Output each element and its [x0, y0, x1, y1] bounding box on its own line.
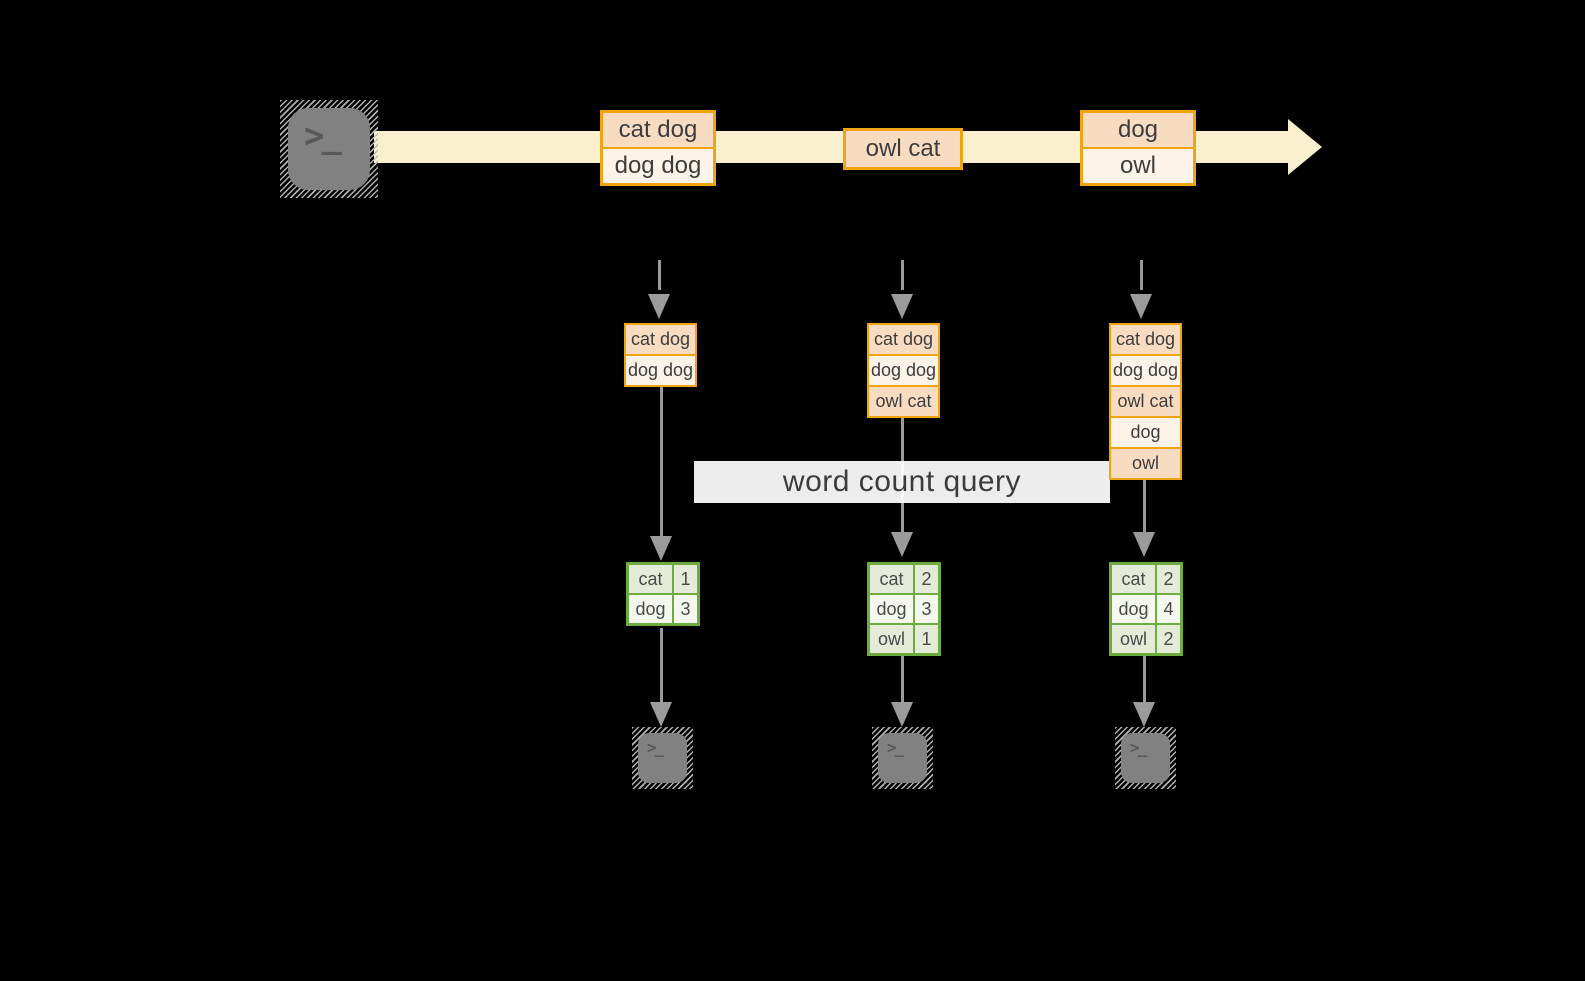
arrow-line — [660, 628, 663, 703]
count-cell: 3 — [672, 595, 697, 623]
count-cell: 1 — [672, 565, 697, 593]
stream-arrowhead-icon — [1288, 119, 1322, 175]
arrow-head-icon — [650, 702, 672, 727]
count-cell: 2 — [913, 565, 938, 593]
arrow-head-icon — [650, 536, 672, 561]
arrow-head-icon — [1133, 702, 1155, 727]
terminal-prompt-icon: >_ — [647, 738, 664, 757]
count-cell: 2 — [1155, 625, 1180, 653]
terminal-sink-icon: >_ — [872, 727, 933, 789]
event-line: owl — [1083, 147, 1193, 183]
word-cell: cat — [879, 569, 904, 589]
count-cell: 4 — [1155, 595, 1180, 623]
terminal-prompt-icon: >_ — [304, 116, 342, 156]
count-cell: 1 — [913, 625, 938, 653]
buffer-line: dog dog — [869, 354, 938, 385]
dashed-arrow-line — [658, 260, 661, 290]
count-cell: 3 — [913, 595, 938, 623]
arrow-line — [1143, 480, 1146, 533]
buffer-line: owl — [1111, 447, 1180, 478]
buffer-line: cat dog — [1111, 325, 1180, 354]
table-row: cat 2 — [1112, 565, 1180, 593]
word-cell: cat — [638, 569, 663, 589]
buffer-line: owl cat — [1111, 385, 1180, 416]
terminal-screen: >_ — [1121, 733, 1170, 783]
arrow-head-icon — [1133, 532, 1155, 557]
stream-event-box: owl cat — [843, 128, 963, 170]
event-buffer-stack: cat dog dog dog — [624, 323, 697, 387]
terminal-screen: >_ — [288, 108, 370, 190]
query-label: word count query — [694, 461, 1110, 503]
word-cell: dog — [876, 599, 907, 619]
buffer-line: dog dog — [1111, 354, 1180, 385]
arrow-head-icon — [891, 532, 913, 557]
event-line: cat dog — [603, 113, 713, 147]
table-row: dog 4 — [1112, 593, 1180, 623]
dashed-arrow-line — [1140, 260, 1143, 290]
arrow-head-icon — [891, 702, 913, 727]
event-buffer-stack: cat dog dog dog owl cat dog owl — [1109, 323, 1182, 480]
buffer-line: cat dog — [626, 325, 695, 354]
word-cell: cat — [1121, 569, 1146, 589]
word-count-table: cat 2 dog 3 owl 1 — [867, 562, 941, 656]
terminal-screen: >_ — [638, 733, 687, 783]
event-line: owl cat — [846, 131, 960, 167]
word-count-table: cat 1 dog 3 — [626, 562, 700, 626]
terminal-sink-icon: >_ — [1115, 727, 1176, 789]
word-count-table: cat 2 dog 4 owl 2 — [1109, 562, 1183, 656]
count-cell: 2 — [1155, 565, 1180, 593]
event-buffer-stack: cat dog dog dog owl cat — [867, 323, 940, 418]
arrow-head-icon — [648, 294, 670, 319]
table-row: cat 1 — [629, 565, 697, 593]
word-cell: owl — [877, 629, 905, 649]
stream-event-box: cat dog dog dog — [600, 110, 716, 186]
word-cell: dog — [635, 599, 666, 619]
arrow-line — [1143, 656, 1146, 703]
arrow-head-icon — [1130, 294, 1152, 319]
dashed-arrow-line — [901, 260, 904, 290]
table-row: cat 2 — [870, 565, 938, 593]
word-cell: dog — [1118, 599, 1149, 619]
event-line: dog — [1083, 113, 1193, 147]
word-cell: owl — [1119, 629, 1147, 649]
arrow-line — [660, 387, 663, 537]
terminal-source-icon: >_ — [280, 100, 378, 198]
table-row: owl 1 — [870, 623, 938, 653]
terminal-sink-icon: >_ — [632, 727, 693, 789]
buffer-line: dog — [1111, 416, 1180, 447]
buffer-line: dog dog — [626, 354, 695, 385]
stream-event-box: dog owl — [1080, 110, 1196, 186]
table-row: dog 3 — [870, 593, 938, 623]
terminal-screen: >_ — [878, 733, 927, 783]
buffer-line: owl cat — [869, 385, 938, 416]
event-line: dog dog — [603, 147, 713, 183]
terminal-prompt-icon: >_ — [887, 738, 904, 757]
terminal-prompt-icon: >_ — [1130, 738, 1147, 757]
buffer-line: cat dog — [869, 325, 938, 354]
table-row: dog 3 — [629, 593, 697, 623]
table-row: owl 2 — [1112, 623, 1180, 653]
arrow-line — [901, 656, 904, 703]
arrow-head-icon — [891, 294, 913, 319]
